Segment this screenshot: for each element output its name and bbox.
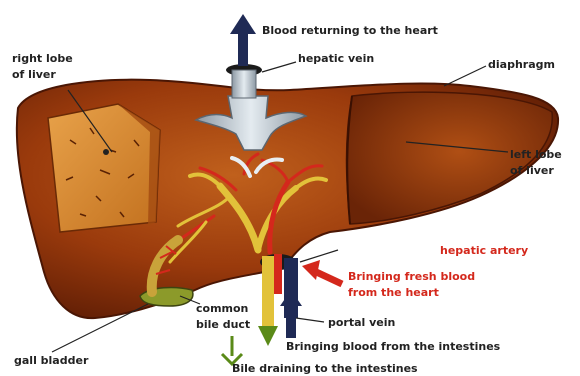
label-blood-returning: Blood returning to the heart bbox=[262, 24, 438, 37]
common-bile-duct bbox=[262, 256, 274, 328]
label-diaphragm: diaphragm bbox=[488, 58, 555, 71]
label-portal-vein: portal vein bbox=[328, 316, 395, 329]
label-blood-from-intestines: Bringing blood from the intestines bbox=[286, 340, 501, 353]
portal-up-arrow-icon bbox=[280, 290, 302, 338]
label-gall-bladder: gall bladder bbox=[14, 354, 89, 367]
up-arrow-icon bbox=[230, 14, 256, 66]
hepatic-artery-stem bbox=[274, 254, 282, 294]
label-bile-draining: Bile draining to the intestines bbox=[232, 362, 418, 375]
label-left-lobe-1: left lobe bbox=[510, 148, 562, 161]
label-right-lobe-1: right lobe bbox=[12, 52, 73, 65]
label-hepatic-vein: hepatic vein bbox=[298, 52, 374, 65]
label-common-bile-1: common bbox=[196, 302, 248, 315]
label-right-lobe-2: of liver bbox=[12, 68, 56, 81]
label-fresh-blood-2: from the heart bbox=[348, 286, 439, 299]
label-left-lobe-2: of liver bbox=[510, 164, 554, 177]
artery-arrow-icon bbox=[302, 260, 342, 284]
label-hepatic-artery: hepatic artery bbox=[440, 244, 528, 257]
label-common-bile-2: bile duct bbox=[196, 318, 250, 331]
label-fresh-blood-1: Bringing fresh blood bbox=[348, 270, 475, 283]
